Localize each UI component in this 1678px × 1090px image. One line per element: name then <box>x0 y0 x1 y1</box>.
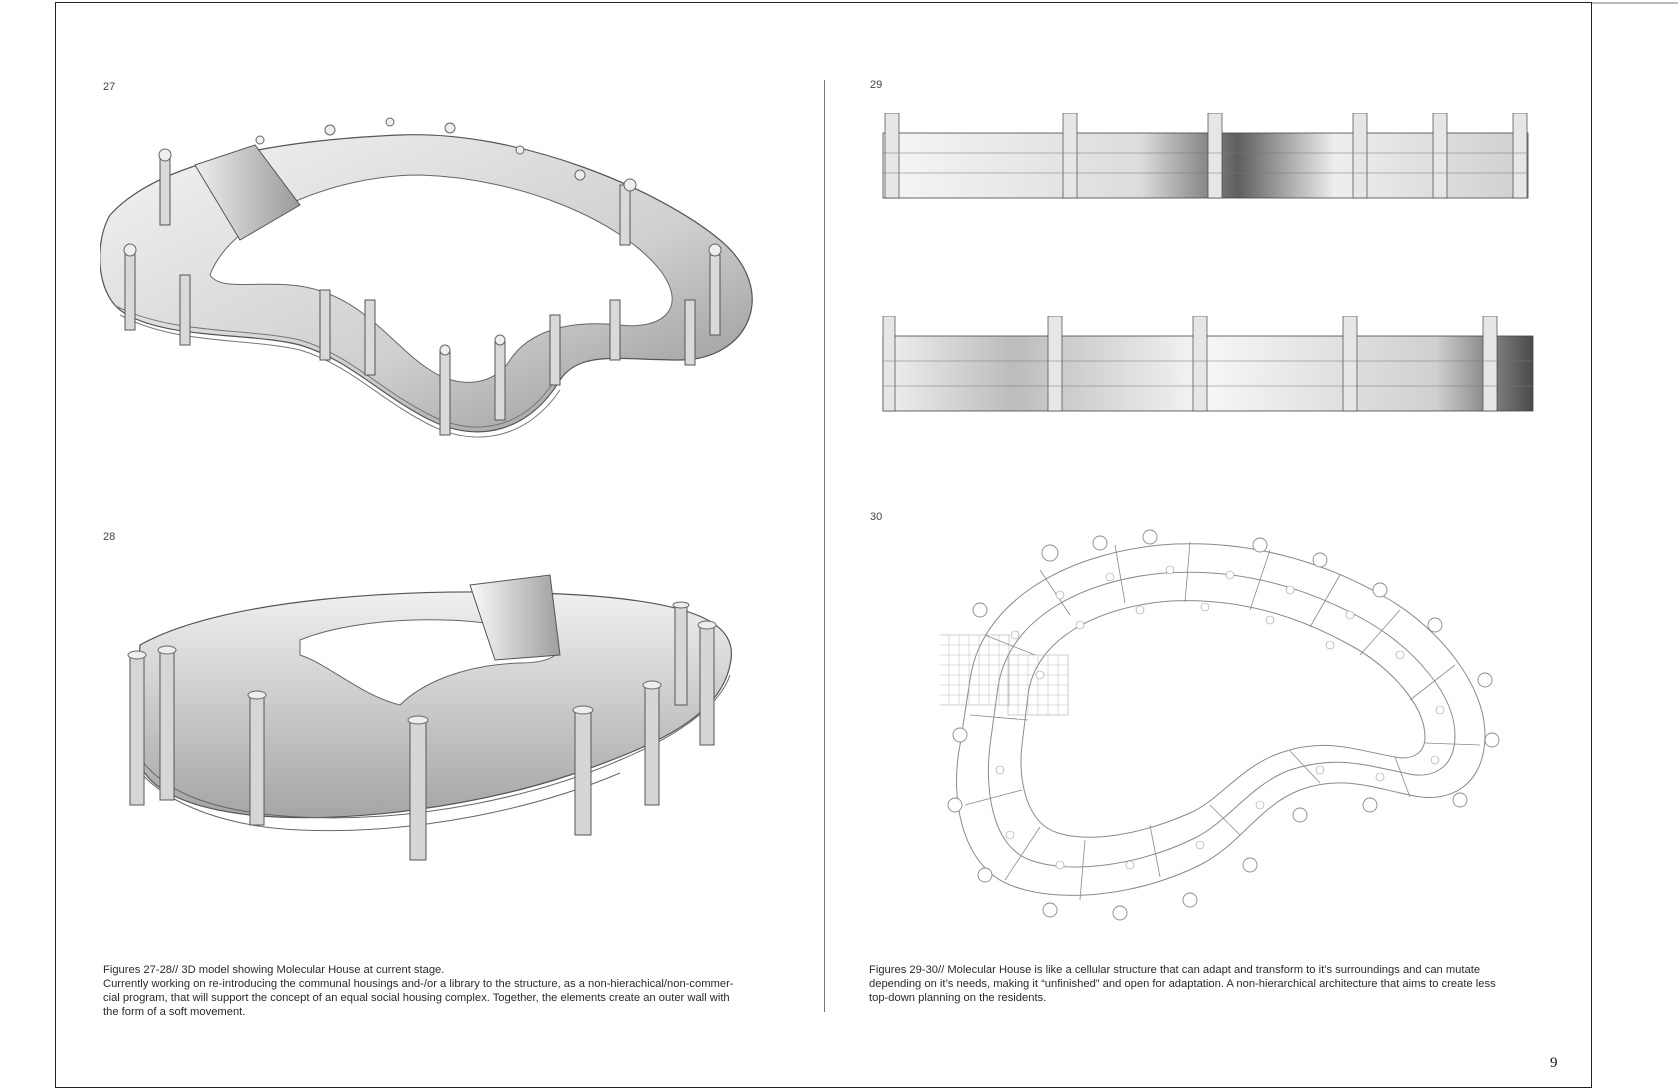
page-number: 9 <box>1550 1055 1558 1071</box>
caption-left-line-1: Figures 27-28// 3D model showing Molecul… <box>103 964 445 976</box>
plan-illustration <box>940 529 1500 921</box>
figure-27-illustration <box>100 117 753 438</box>
caption-left-line-3: cial program, that will support the conc… <box>103 992 730 1004</box>
figure-27-3d-model <box>100 100 790 480</box>
caption-left-line-2: Currently working on re-introducing the … <box>103 978 734 990</box>
figure-30-plan <box>940 515 1500 930</box>
figure-number-28: 28 <box>103 531 116 543</box>
column-divider <box>824 80 825 1012</box>
caption-right-line-1: Figures 29-30// Molecular House is like … <box>869 964 1481 976</box>
caption-figures-29-30: Figures 29-30// Molecular House is like … <box>869 963 1569 1005</box>
elevation-bottom-illustration <box>882 316 1534 412</box>
page-edge-line <box>1592 2 1678 4</box>
caption-right-line-2: depending on it’s needs, making it “unfi… <box>869 978 1496 990</box>
caption-right-line-3: top-down planning on the residents. <box>869 992 1047 1004</box>
figure-28-3d-model <box>100 545 790 875</box>
figure-29-elevation-top <box>873 113 1540 203</box>
figure-29-elevation-bottom <box>873 316 1540 414</box>
figure-number-29: 29 <box>870 79 883 91</box>
figure-number-27: 27 <box>103 81 116 93</box>
elevation-top-illustration <box>882 113 1529 199</box>
figure-28-illustration <box>127 574 732 861</box>
caption-left-line-4: the form of a soft movement. <box>103 1006 246 1018</box>
caption-figures-27-28: Figures 27-28// 3D model showing Molecul… <box>103 963 803 1019</box>
figure-number-30: 30 <box>870 511 883 523</box>
